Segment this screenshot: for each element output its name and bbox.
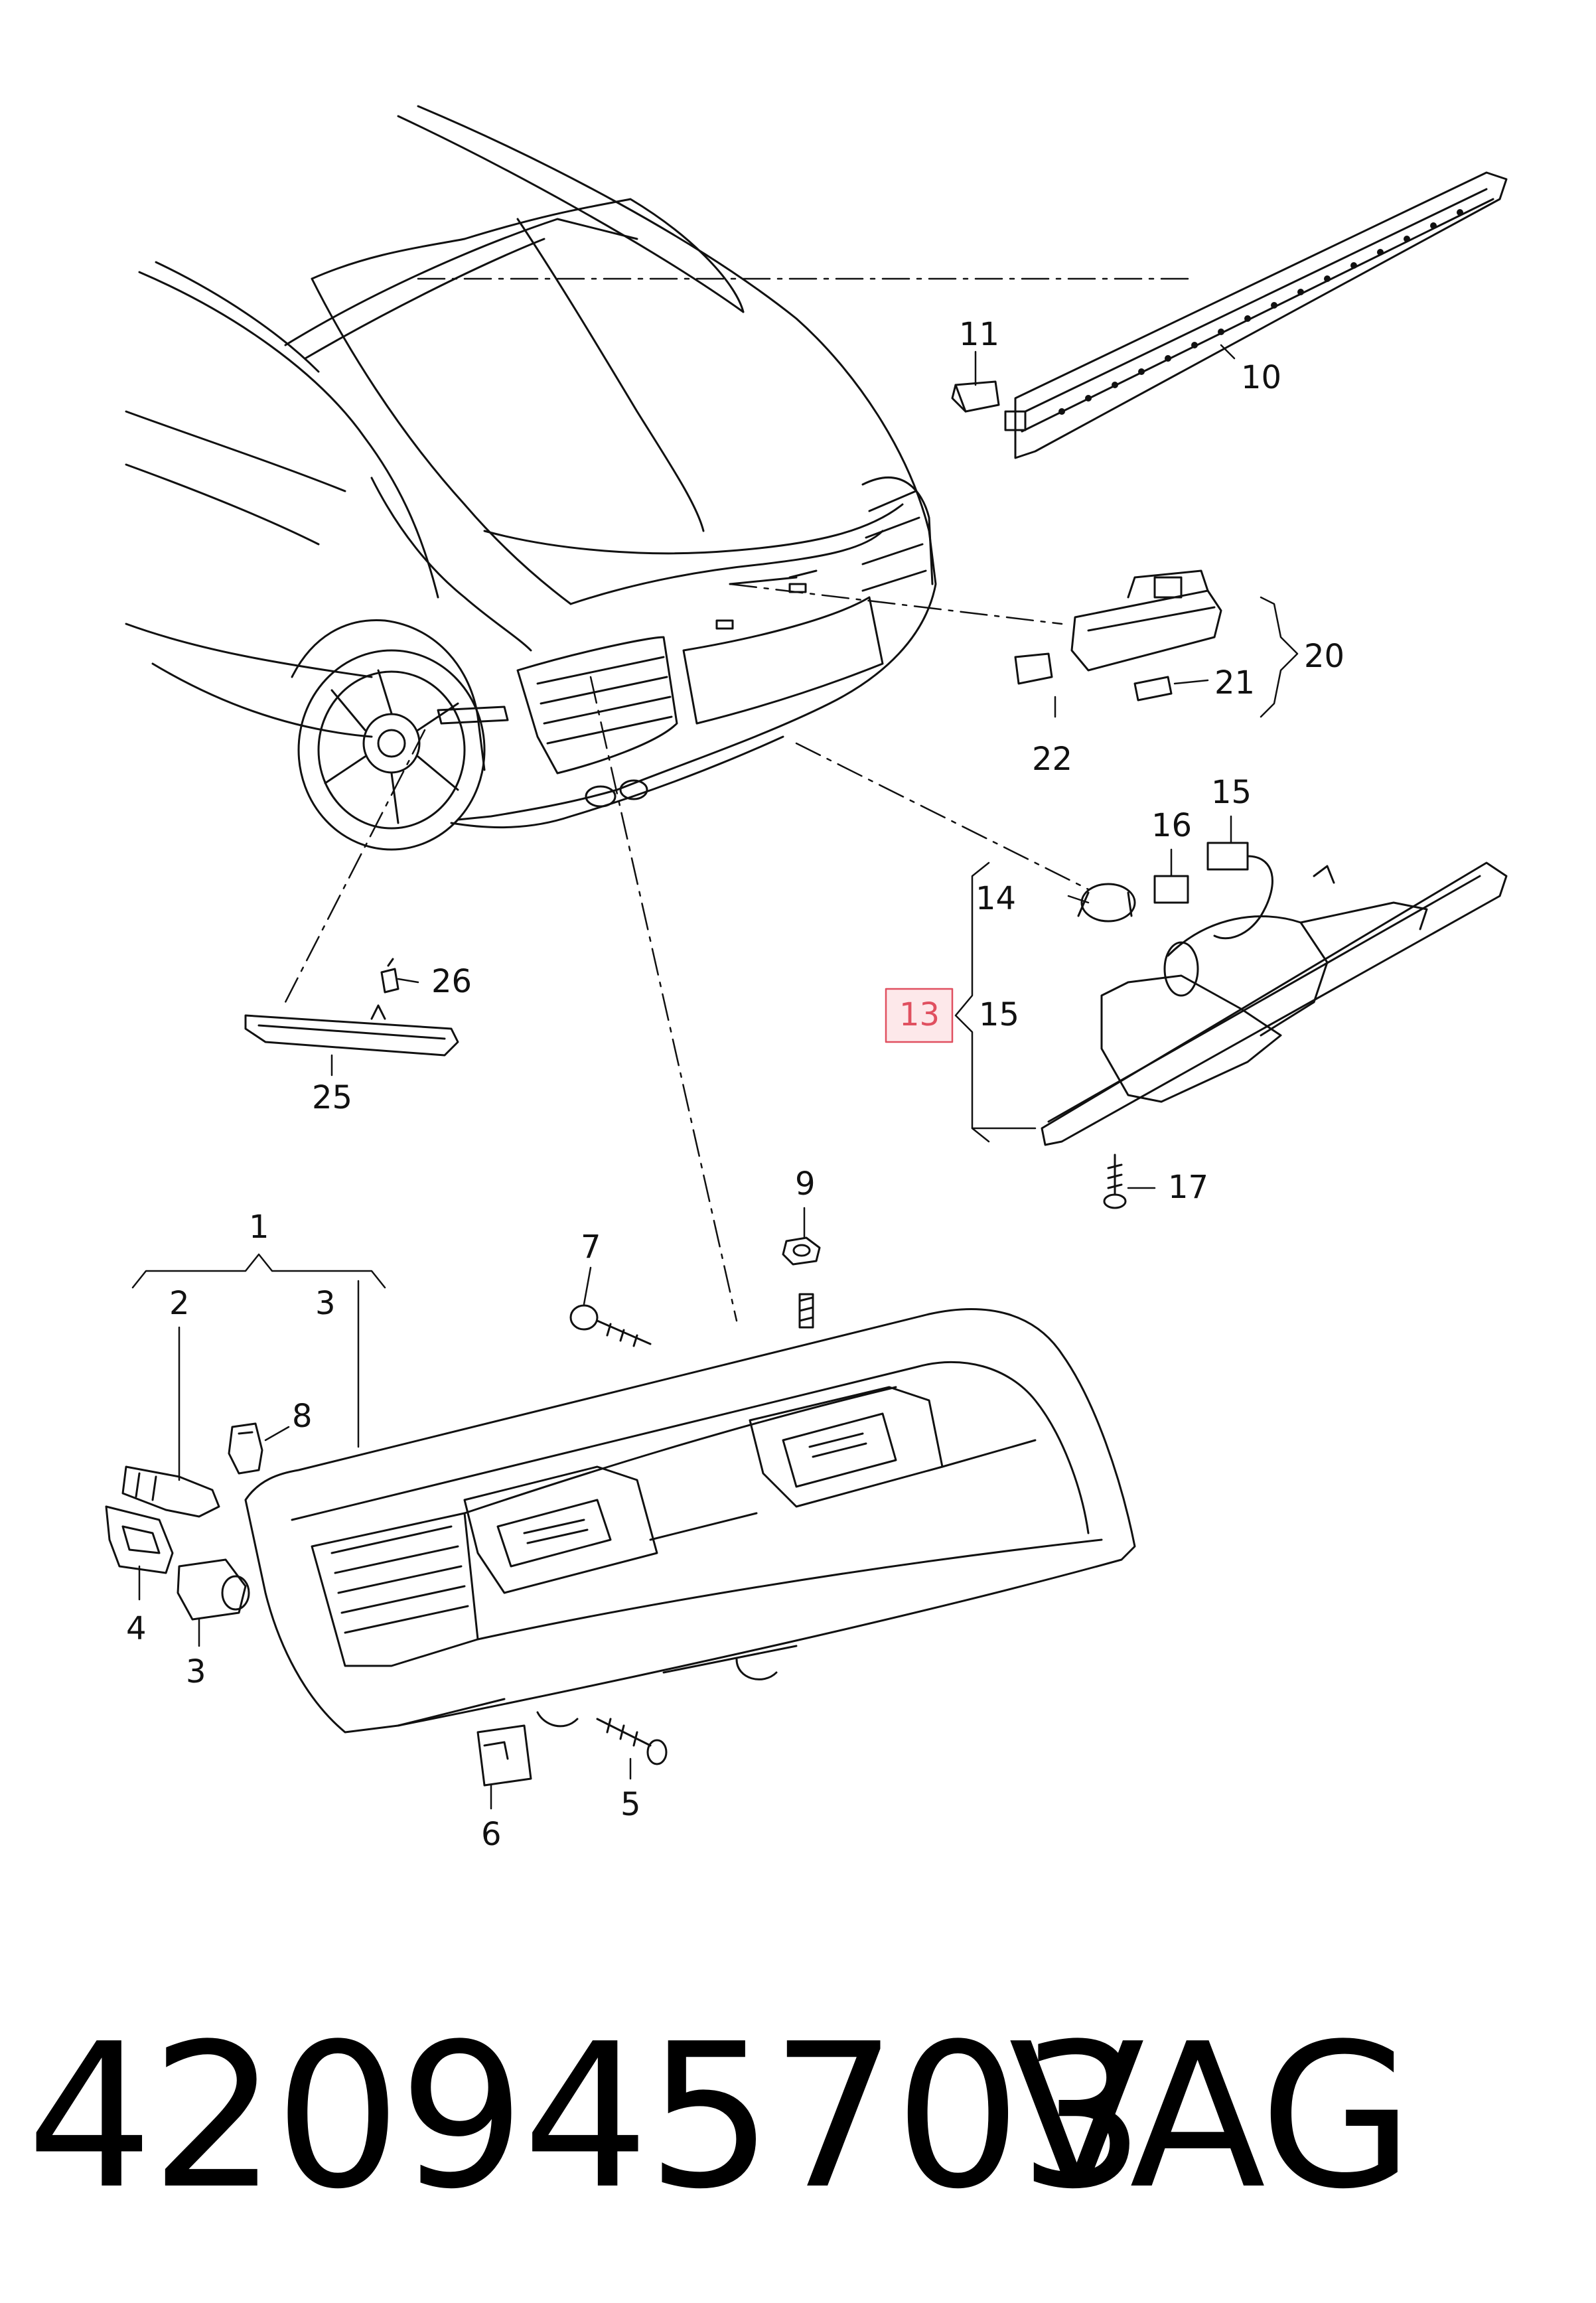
bulb-2 <box>121 1465 220 1518</box>
bulb-socket-3 <box>177 1558 250 1621</box>
connector-16 <box>1153 875 1189 904</box>
clip-part-11 <box>951 380 1000 413</box>
callout-8: 8 <box>292 1398 313 1435</box>
callout-1: 1 <box>249 1209 269 1246</box>
bulb-26 <box>380 958 399 994</box>
callout-15-top: 15 <box>1211 774 1252 811</box>
callout-13: 13 <box>899 996 940 1033</box>
side-marker-light <box>244 1004 459 1057</box>
callout-5: 5 <box>620 1786 641 1823</box>
bulb-14 <box>1077 883 1136 923</box>
callout-15-mid: 15 <box>979 996 1019 1033</box>
callout-3-top: 3 <box>315 1285 336 1322</box>
callout-2: 2 <box>169 1285 190 1322</box>
connector-4 <box>105 1505 174 1574</box>
grommet-8 <box>228 1422 263 1475</box>
callout-11: 11 <box>959 316 999 353</box>
callout-4: 4 <box>126 1610 147 1647</box>
callout-6: 6 <box>481 1816 502 1853</box>
callout-17: 17 <box>1168 1169 1208 1206</box>
tail-light-assembly <box>244 1308 1136 1734</box>
high-mounted-brake-light <box>1004 171 1508 459</box>
callout-20: 20 <box>1304 638 1344 675</box>
callout-labels: 10 11 20 21 22 16 15 14 13 15 17 26 25 9… <box>126 316 1344 1853</box>
callout-16: 16 <box>1151 807 1192 844</box>
callout-21: 21 <box>1214 664 1255 702</box>
screw-7 <box>569 1304 652 1347</box>
licence-plate-light <box>1014 569 1222 702</box>
nut-9 <box>782 1236 821 1329</box>
screw-5 <box>596 1718 668 1765</box>
callout-25: 25 <box>312 1079 352 1116</box>
screw-17 <box>1103 1153 1127 1209</box>
brand-name: VAG <box>1009 2001 1414 2233</box>
leader-lines <box>131 277 1299 1810</box>
callout-22: 22 <box>1032 741 1072 778</box>
callout-10: 10 <box>1241 359 1281 396</box>
callout-26: 26 <box>431 963 472 1000</box>
callout-14: 14 <box>976 880 1016 917</box>
bracket-6 <box>476 1724 532 1787</box>
callout-7: 7 <box>581 1228 601 1266</box>
highlight-box-13 <box>885 988 954 1043</box>
callout-3-bottom: 3 <box>186 1653 206 1690</box>
car-rear-illustration <box>125 105 937 851</box>
callout-9: 9 <box>795 1165 816 1203</box>
part-number: 420945703 <box>27 2001 1145 2233</box>
bumper-light-assembly <box>1041 861 1508 1146</box>
